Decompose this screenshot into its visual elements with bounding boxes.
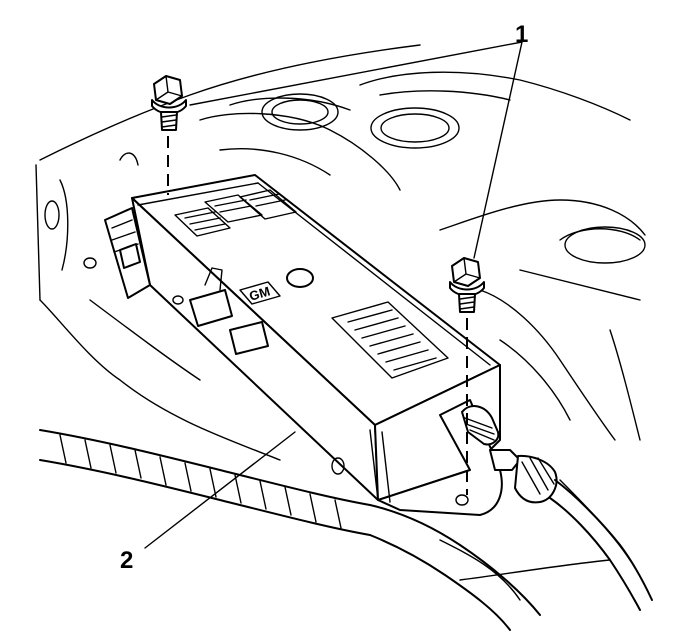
module-connector-left: [104, 207, 151, 299]
svg-text:GM: GM: [247, 284, 271, 304]
installation-paths: [167, 136, 468, 495]
module-mounting-tabs: [172, 267, 345, 475]
module-logo: GM: [239, 281, 281, 305]
antenna-cable: [461, 405, 653, 611]
callout-2: 2: [120, 547, 133, 574]
module-label-plate: [331, 301, 449, 379]
bolt-left: [151, 75, 187, 131]
callout-1: 1: [515, 21, 528, 48]
module: GM: [104, 174, 503, 516]
wiring-harness: [39, 429, 541, 631]
module-vents: [174, 189, 297, 237]
body-panel-background: [35, 44, 646, 601]
leader-lines: [144, 41, 523, 549]
bolt-right: [449, 257, 485, 313]
module-button: [286, 268, 314, 288]
